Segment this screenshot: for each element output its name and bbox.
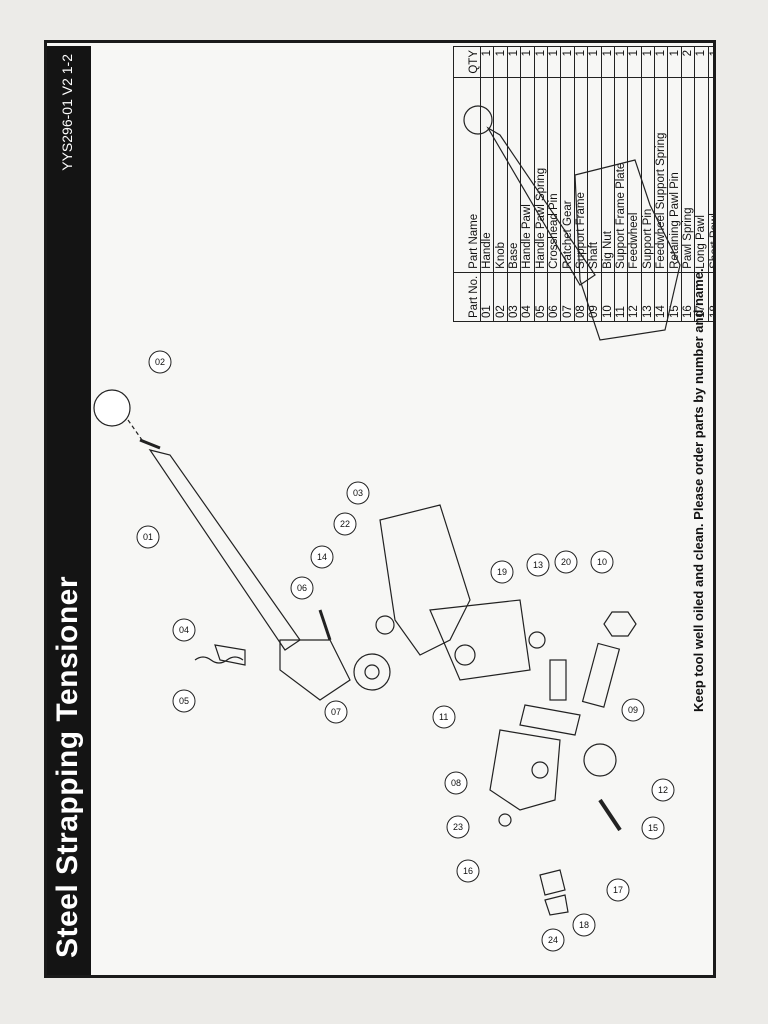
header-part-no: Part No. <box>453 272 481 322</box>
parts-sheet: Steel Strapping Tensioner YYS296-01 V2 1… <box>44 40 716 978</box>
part-number: 02 <box>493 272 508 322</box>
part-name: Support Pin <box>641 77 655 273</box>
part-qty: 1 <box>641 46 655 78</box>
rotated-content: Steel Strapping Tensioner YYS296-01 V2 1… <box>47 46 713 975</box>
part-number: 07 <box>560 272 575 322</box>
part-number: 13 <box>641 272 655 322</box>
part-name: Base <box>507 77 521 273</box>
document-title: Steel Strapping Tensioner <box>51 575 84 958</box>
part-name: Shaft <box>587 77 602 273</box>
part-qty: 1 <box>493 46 508 78</box>
part-name: Support Frame Plate <box>614 77 628 273</box>
part-name: Handle Pawl Spring <box>534 77 548 273</box>
part-number: 04 <box>520 272 535 322</box>
part-name: Feedwheel <box>627 77 642 273</box>
part-name: Long Pawl <box>694 77 709 273</box>
part-qty: 1 <box>520 46 535 78</box>
part-name: Short Pawl <box>708 77 713 273</box>
part-name: Feedwheel Support Spring <box>654 77 668 273</box>
part-qty: 1 <box>480 46 494 78</box>
part-qty: 2 <box>681 46 695 78</box>
header-part-name: Part Name <box>453 77 481 273</box>
part-qty: 1 <box>654 46 668 78</box>
part-name: Pawl Spring <box>681 77 695 273</box>
part-number: 08 <box>574 272 588 322</box>
part-qty: 1 <box>614 46 628 78</box>
part-name: Big Nut <box>601 77 615 273</box>
part-qty: 1 <box>627 46 642 78</box>
part-number: 11 <box>614 272 628 322</box>
part-number: 18 <box>708 272 713 322</box>
part-name: Ratchet Gear <box>560 77 575 273</box>
part-number: 12 <box>627 272 642 322</box>
part-number: 15 <box>667 272 682 322</box>
part-name: Handle Pawl <box>520 77 535 273</box>
model-code: YYS296-01 V2 1-2 <box>59 54 75 171</box>
part-qty: 1 <box>507 46 521 78</box>
part-name: Retaining Pawl Pin <box>667 77 682 273</box>
part-number: 14 <box>654 272 668 322</box>
header-qty: QTY <box>453 46 481 78</box>
parts-table-header: Part No. Part Name QTY <box>453 46 481 322</box>
part-qty: 1 <box>694 46 709 78</box>
part-qty: 1 <box>574 46 588 78</box>
part-name: Handle <box>480 77 494 273</box>
part-name: Support Frame <box>574 77 588 273</box>
part-name: Crosshead Pin <box>547 77 561 273</box>
part-number: 09 <box>587 272 602 322</box>
part-name: Knob <box>493 77 508 273</box>
part-qty: 1 <box>667 46 682 78</box>
footer-note: Keep tool well oiled and clean. Please o… <box>691 268 706 712</box>
part-qty: 1 <box>601 46 615 78</box>
part-number: 05 <box>534 272 548 322</box>
part-qty: 1 <box>534 46 548 78</box>
part-qty: 1 <box>560 46 575 78</box>
part-qty: 1 <box>587 46 602 78</box>
part-number: 01 <box>480 272 494 322</box>
part-number: 03 <box>507 272 521 322</box>
part-qty: 1 <box>547 46 561 78</box>
part-number: 06 <box>547 272 561 322</box>
title-bar: Steel Strapping Tensioner YYS296-01 V2 1… <box>47 46 91 975</box>
part-qty: 1 <box>708 46 713 78</box>
part-number: 10 <box>601 272 615 322</box>
